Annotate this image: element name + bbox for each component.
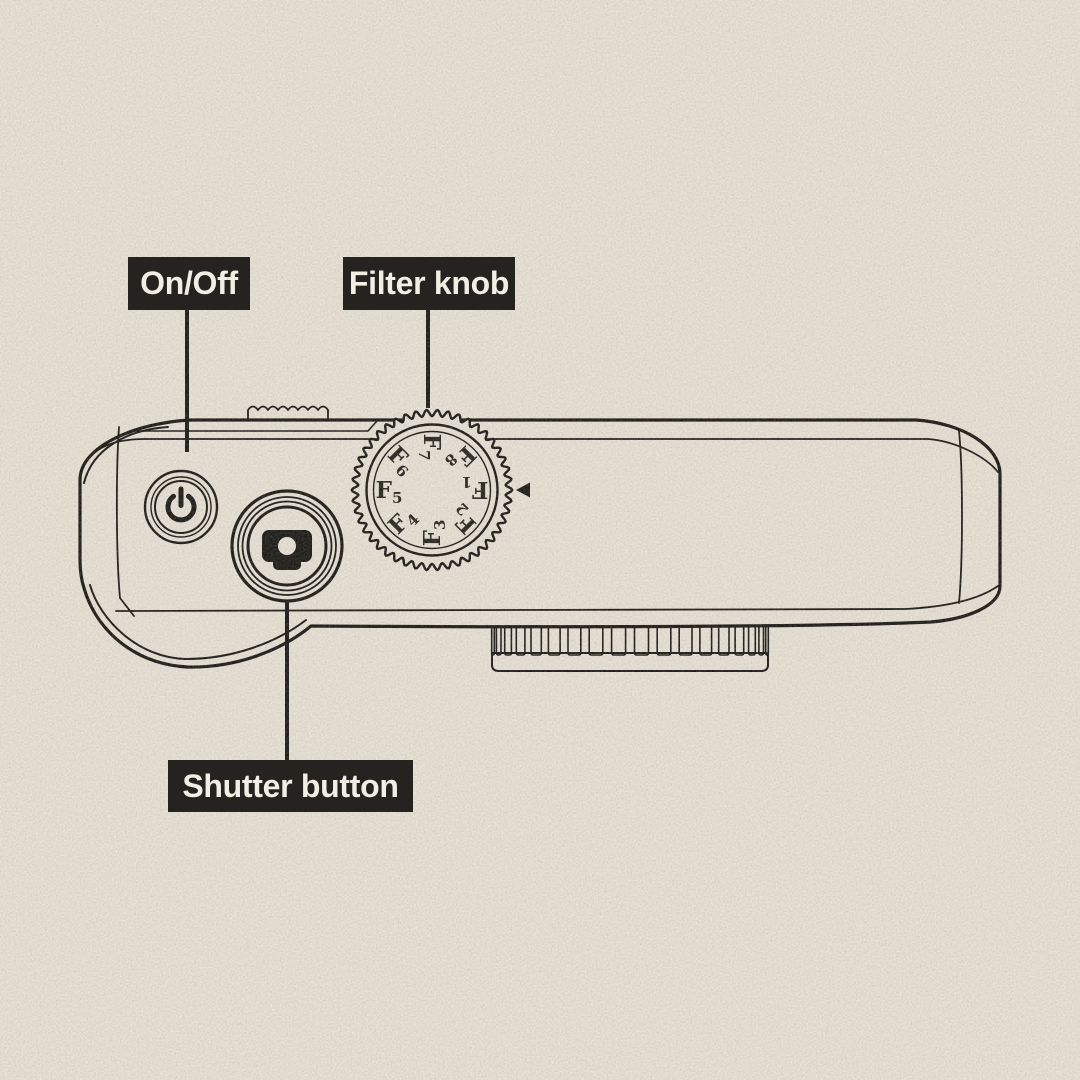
filter-knob-label: Filter knob: [343, 257, 515, 310]
shutter-button-label: Shutter button: [168, 760, 413, 812]
on-off-label: On/Off: [128, 257, 250, 310]
